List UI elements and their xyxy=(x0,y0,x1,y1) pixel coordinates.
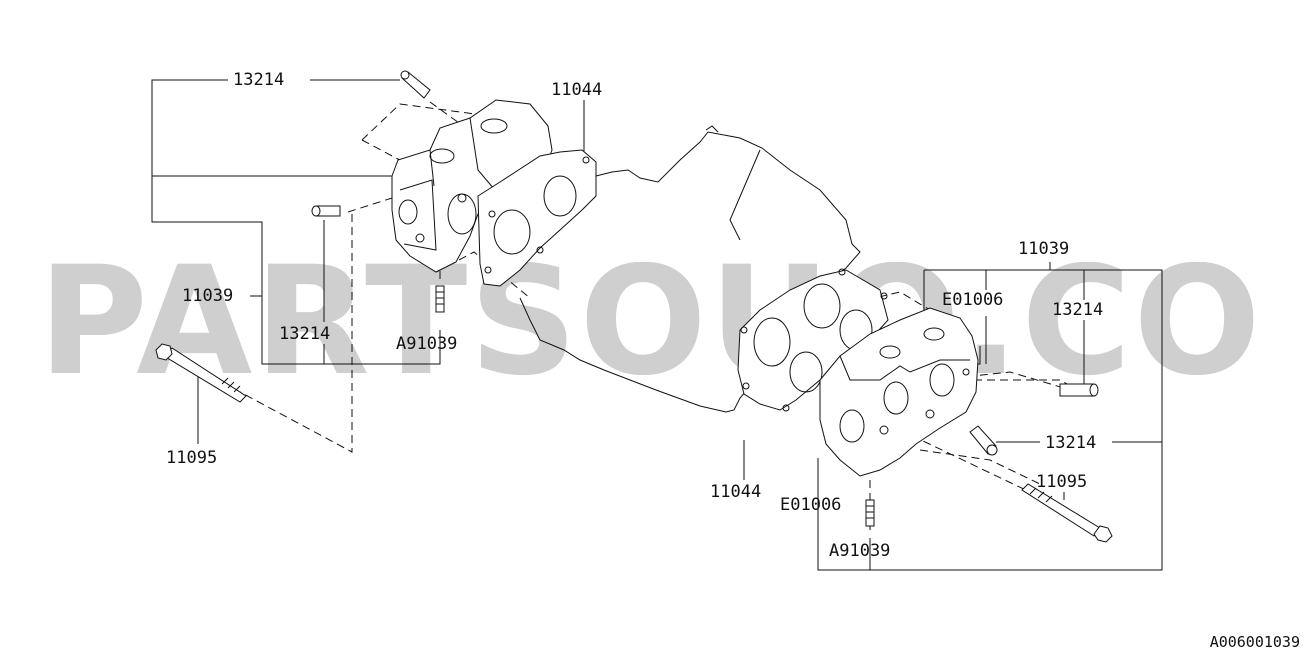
watermark-text: PARTSOUQ.COM xyxy=(38,262,1268,382)
part-number-dowel-side-right[interactable]: 13214 xyxy=(1045,433,1097,453)
cylinder-head-right xyxy=(819,307,979,477)
part-number-head-right[interactable]: 11039 xyxy=(1018,239,1070,259)
part-number-bolt-left[interactable]: 11095 xyxy=(166,448,218,468)
diagram-id: A006001039 xyxy=(1209,633,1300,651)
part-number-head-left[interactable]: 11039 xyxy=(182,286,234,306)
part-number-gasket-right[interactable]: 11044 xyxy=(710,482,762,502)
dowel-pin-side-right xyxy=(969,425,998,456)
part-number-stud-left[interactable]: A91039 xyxy=(396,334,458,354)
dowel-pin-inner-right xyxy=(1059,383,1099,397)
head-gasket-left xyxy=(447,149,597,287)
part-number-stud-right[interactable]: A91039 xyxy=(829,541,891,561)
part-number-dowel-inner-left[interactable]: 13214 xyxy=(279,324,331,344)
part-number-dowel-top-left[interactable]: 13214 xyxy=(233,70,285,90)
part-number-plug-right[interactable]: E01006 xyxy=(942,290,1004,310)
part-number-gasket-left[interactable]: 11044 xyxy=(551,80,603,100)
head-bolt-left xyxy=(155,343,247,403)
head-gasket-right xyxy=(737,268,889,412)
dowel-pin-top-left xyxy=(400,70,431,99)
part-number-dowel-inner-right[interactable]: 13214 xyxy=(1052,300,1104,320)
stud-right xyxy=(865,499,875,527)
right-leader-lines xyxy=(743,262,1163,571)
dowel-pin-inner-left xyxy=(311,205,341,217)
part-number-plug-lower-right[interactable]: E01006 xyxy=(780,495,842,515)
left-leader-lines xyxy=(151,79,585,444)
head-bolt-right xyxy=(1021,483,1113,543)
part-number-bolt-right[interactable]: 11095 xyxy=(1036,472,1088,492)
